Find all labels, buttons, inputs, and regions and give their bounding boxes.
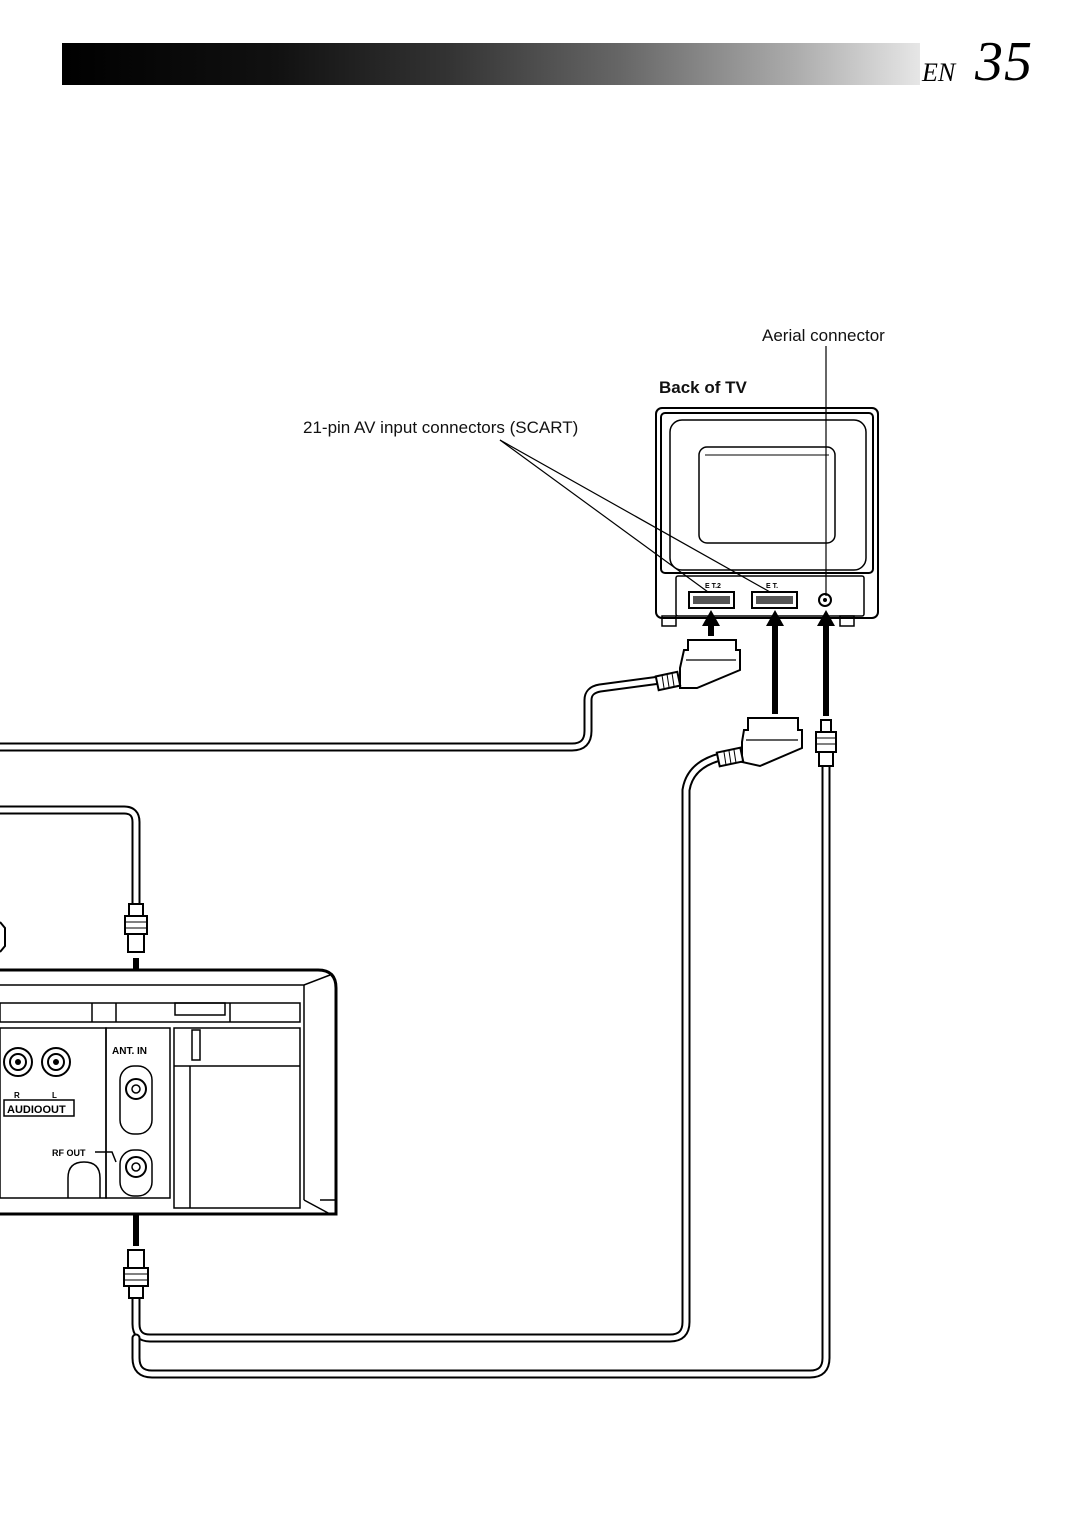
tv-back	[655, 407, 879, 627]
vcr-labels: ANT. IN RF OUT R L AUDIOOUT	[7, 1046, 147, 1158]
tv-cabinet	[655, 407, 879, 619]
cables	[0, 675, 831, 1379]
tv-connector-panel	[675, 575, 865, 617]
scart-cable-1	[0, 675, 665, 752]
scart-plug-2	[715, 717, 803, 768]
tv-scart-1-label: E T.2	[705, 583, 721, 590]
rf-plug-rf-out	[123, 1249, 149, 1299]
aerial-connector-label: Aerial connector	[762, 326, 885, 345]
page-number: 35	[975, 31, 1033, 93]
audio-r-label: R	[14, 1091, 20, 1100]
vcr-rear-panel	[0, 968, 338, 1216]
tv-scart-2-pins	[756, 596, 793, 604]
tv-scart-1-pins	[693, 596, 730, 604]
aerial-input-cable	[0, 805, 141, 911]
partial-plug-left	[0, 921, 6, 953]
scart-connectors-label: 21-pin AV input connectors (SCART)	[303, 418, 579, 437]
rf-plug-ant-in	[124, 903, 148, 953]
audio-out-label: AUDIOOUT	[7, 1104, 66, 1116]
ant-in-label: ANT. IN	[112, 1046, 147, 1057]
audio-l-label: L	[52, 1091, 57, 1100]
back-of-tv-label: Back of TV	[659, 378, 747, 397]
rf-plug-tv	[815, 719, 837, 767]
scart-plug-1	[654, 639, 741, 692]
tv-scart-connectors: E T.2 E T.	[688, 583, 832, 609]
scart-callout-line-2	[499, 439, 771, 593]
tv-rear-shell	[660, 412, 874, 574]
tv-screen-recess	[698, 446, 836, 544]
rf-out-label: RF OUT	[52, 1148, 86, 1158]
callout-lines	[499, 346, 827, 596]
header-gradient-bar	[62, 43, 920, 85]
scart-callout-line-1	[499, 439, 709, 593]
language-code: EN	[922, 58, 956, 87]
tv-scart-2-label: E T.	[766, 583, 778, 590]
